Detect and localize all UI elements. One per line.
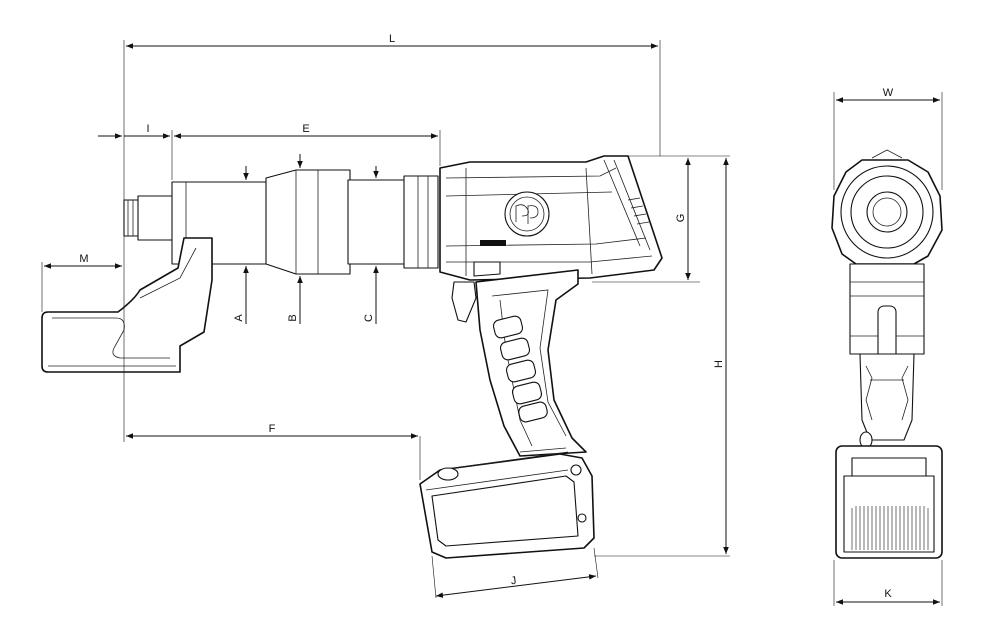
front-view xyxy=(831,149,943,559)
label-J: J xyxy=(510,575,517,588)
reaction-arm xyxy=(41,237,213,373)
label-L: L xyxy=(389,33,395,45)
battery-pack xyxy=(419,447,595,559)
label-H: H xyxy=(713,360,725,368)
badge-plate xyxy=(480,240,506,246)
label-K: K xyxy=(884,588,892,600)
label-B: B xyxy=(287,314,299,321)
label-E: E xyxy=(302,123,309,135)
label-I: I xyxy=(146,123,149,135)
handle xyxy=(475,269,587,457)
label-C: C xyxy=(363,314,375,322)
square-drive xyxy=(123,195,175,241)
battery-ribs xyxy=(851,506,929,550)
motor-housing xyxy=(439,155,663,281)
label-M: M xyxy=(79,253,88,265)
gearbox-housing xyxy=(171,169,439,275)
side-view xyxy=(41,155,663,559)
dimension-labels: L I E M A B C F G H J W K xyxy=(79,33,893,600)
dimension-lines xyxy=(41,40,943,606)
label-G: G xyxy=(675,214,687,223)
label-A: A xyxy=(233,314,245,322)
label-W: W xyxy=(883,87,894,99)
brand-logo-icon xyxy=(504,191,550,237)
trigger-icon xyxy=(473,261,501,277)
label-F: F xyxy=(269,423,276,435)
grip-pads xyxy=(492,315,548,423)
